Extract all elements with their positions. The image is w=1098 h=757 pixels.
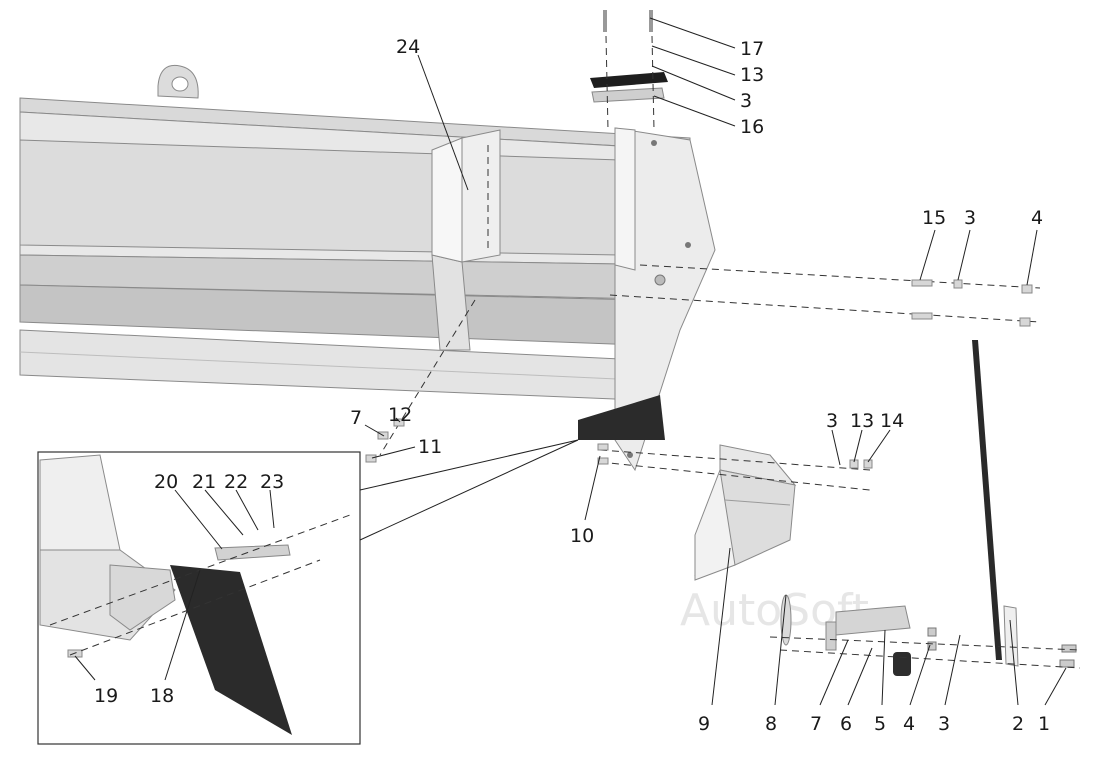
- top-bolt-stack: [590, 10, 668, 131]
- callout-13-mid: 13: [850, 410, 874, 432]
- callout-15: 15: [922, 207, 946, 229]
- callout-7-bottom: 7: [810, 713, 822, 735]
- callout-4-upper-axis: 4: [1031, 207, 1043, 229]
- callout-21: 21: [192, 471, 216, 493]
- part-18-scraper: [170, 565, 292, 735]
- inset-connector-top: [359, 439, 579, 491]
- callout-8: 8: [765, 713, 777, 735]
- callout-10: 10: [570, 525, 594, 547]
- callout-5: 5: [874, 713, 886, 735]
- callout-1: 1: [1038, 713, 1050, 735]
- callout-16: 16: [740, 116, 764, 138]
- part-24-bracket: [431, 129, 501, 351]
- callout-23: 23: [260, 471, 284, 493]
- callout-3-upper-axis: 3: [964, 207, 976, 229]
- header-body: [19, 97, 691, 401]
- callout-6: 6: [840, 713, 852, 735]
- part-2-rod: [972, 340, 1002, 660]
- callout-labels: 24 17 13 3 16 15 3 4 7 12 11 3 13 14 10 …: [94, 36, 1050, 735]
- inset-connector-bottom: [359, 439, 579, 541]
- leader-lines: [74, 17, 1067, 706]
- callout-24: 24: [396, 36, 420, 58]
- callout-14: 14: [880, 410, 904, 432]
- axis-hardware: [365, 279, 1033, 469]
- callout-2: 2: [1012, 713, 1024, 735]
- callout-3-mid: 3: [826, 410, 838, 432]
- callout-22: 22: [224, 471, 248, 493]
- lifting-eye: [157, 64, 199, 99]
- detail-inset: [37, 451, 361, 745]
- lower-right-hardware: [780, 594, 1077, 676]
- part-9-deflector: [694, 444, 797, 581]
- callout-7-left: 7: [350, 407, 362, 429]
- callout-3-top: 3: [740, 90, 752, 112]
- callout-19: 19: [94, 685, 118, 707]
- callout-13-top: 13: [740, 64, 764, 86]
- part-2-plate: [1003, 605, 1019, 667]
- callout-3-bottom: 3: [938, 713, 950, 735]
- callout-20: 20: [154, 471, 178, 493]
- callout-11: 11: [418, 436, 442, 458]
- callout-12: 12: [388, 404, 412, 426]
- callout-4-bottom: 4: [903, 713, 915, 735]
- end-skid: [578, 395, 665, 440]
- side-end-plate: [614, 127, 716, 472]
- callout-9: 9: [698, 713, 710, 735]
- callout-17: 17: [740, 38, 764, 60]
- assembly-axes: [379, 145, 1081, 669]
- callout-18: 18: [150, 685, 174, 707]
